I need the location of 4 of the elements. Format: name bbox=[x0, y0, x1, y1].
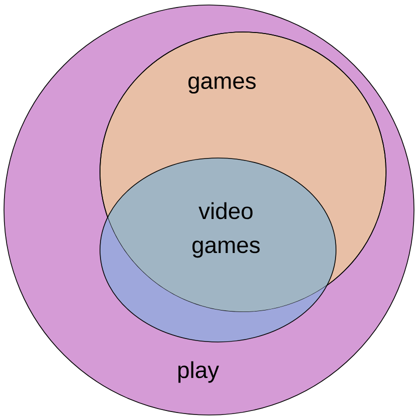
venn-label: play bbox=[178, 361, 220, 383]
venn-label: video games bbox=[192, 202, 260, 258]
ellipse bbox=[100, 158, 336, 342]
venn-label: games bbox=[188, 76, 256, 94]
